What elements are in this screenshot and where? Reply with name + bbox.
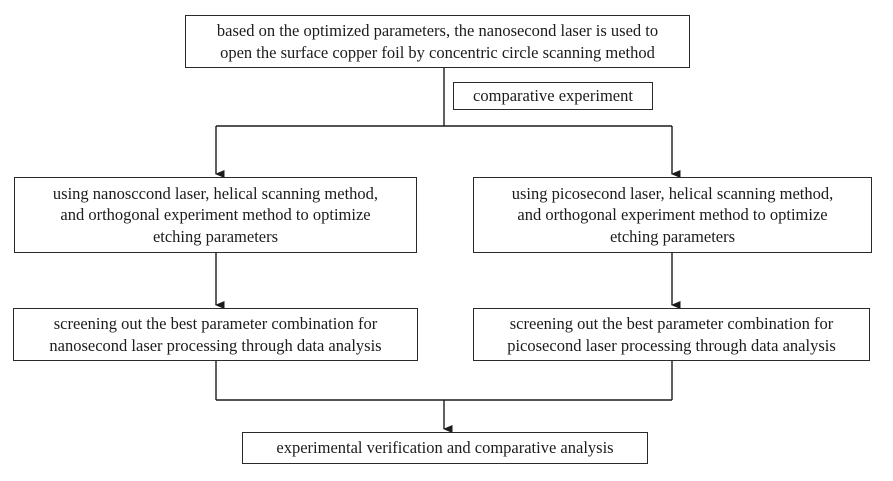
nanosecond-screening-node: screening out the best parameter combina…: [13, 308, 418, 361]
picosecond-screening-node: screening out the best parameter combina…: [473, 308, 870, 361]
comparative-experiment-label: comparative experiment: [453, 82, 653, 110]
final-node: experimental verification and comparativ…: [242, 432, 648, 464]
picosecond-optimize-node: using picosecond laser, helical scanning…: [473, 177, 872, 253]
nanosecond-optimize-node: using nanosccond laser, helical scanning…: [14, 177, 417, 253]
start-node: based on the optimized parameters, the n…: [185, 15, 690, 68]
